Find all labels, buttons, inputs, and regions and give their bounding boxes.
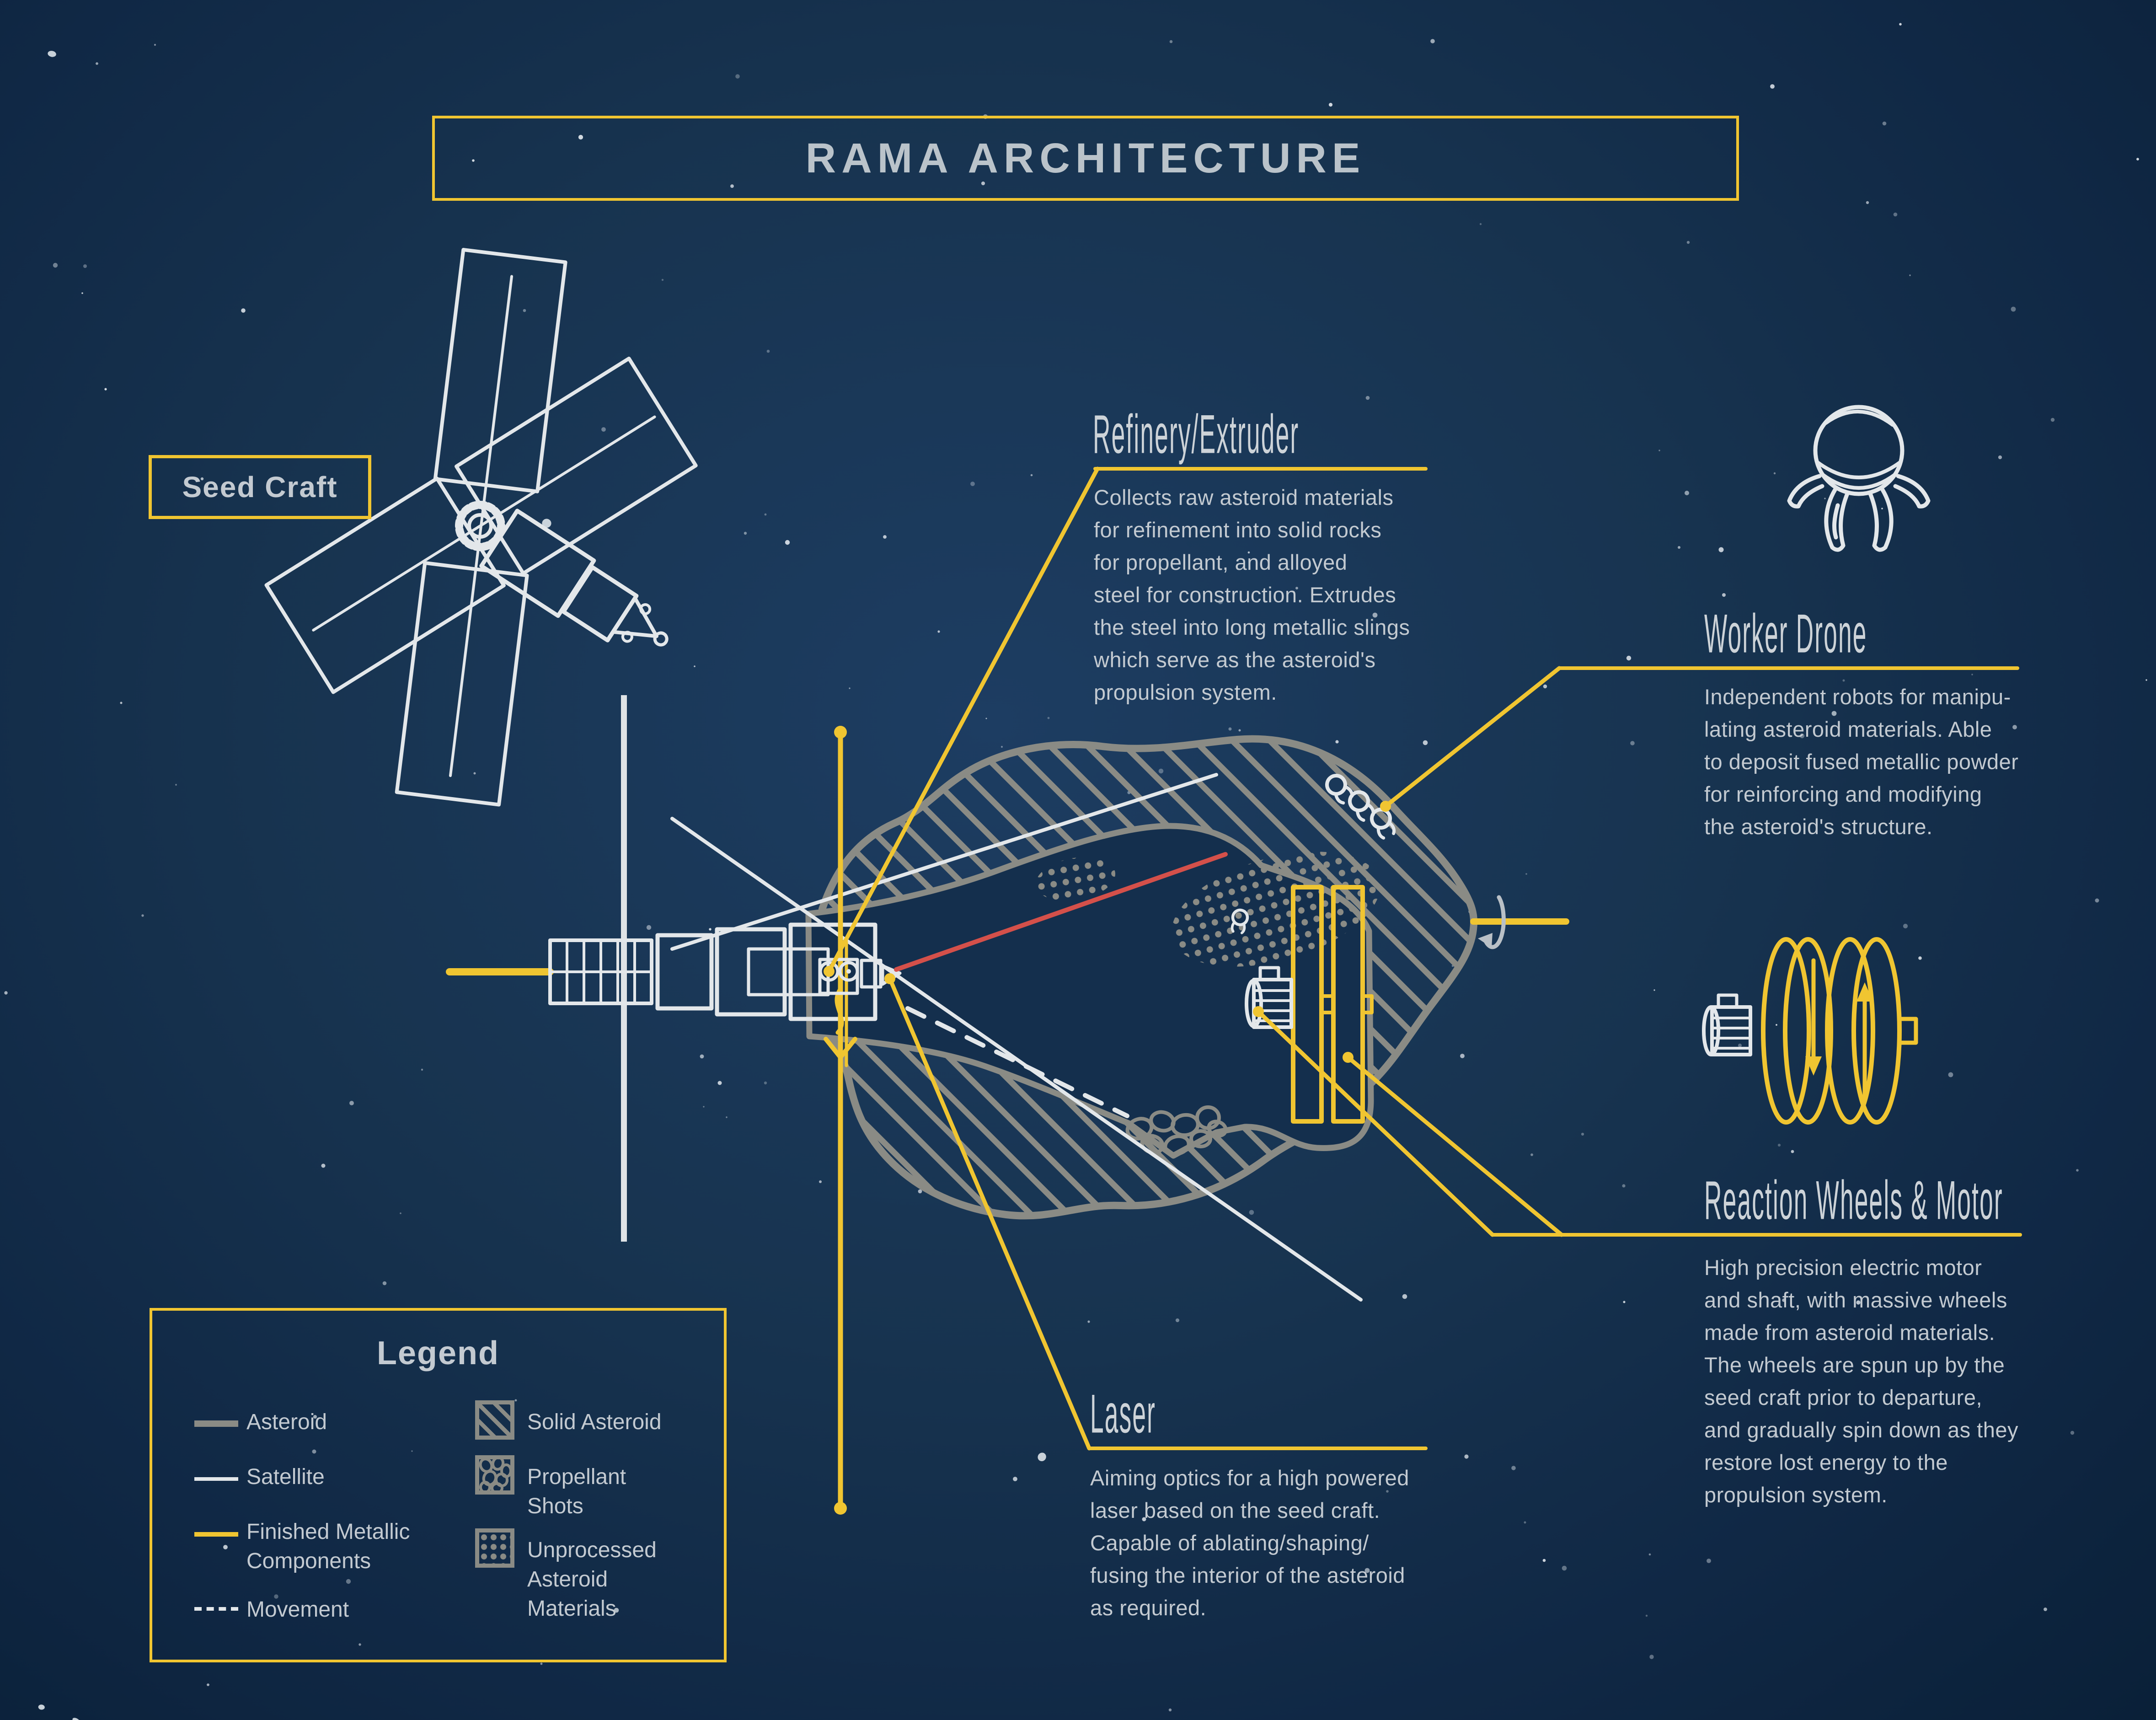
electric-motor-icon [1245, 966, 1293, 1029]
unprocessed-materials-field [1172, 852, 1380, 967]
legend-title: Legend [376, 1335, 499, 1372]
starfield [4, 23, 2147, 1720]
worker-drone-heading: Worker Drone [1704, 602, 1867, 664]
legend-item-label: Unprocessed Asteroid Materials [527, 1538, 657, 1621]
unprocessed-materials-patch [1035, 857, 1116, 901]
seed-craft-illustration [264, 248, 698, 807]
reaction-wheel-icon [1702, 937, 1918, 1125]
docked-satellite-illustration [446, 695, 1363, 1302]
legend-item-label: Propellant Shots [527, 1465, 626, 1518]
legend-box: Legend Asteroid Satellite Finished Metal… [150, 1308, 727, 1662]
laser-beam [894, 852, 1228, 972]
movement-dashed-swatch [194, 1607, 238, 1611]
satellite-solar-panel [621, 695, 627, 1242]
asteroid-illustration [805, 735, 1478, 1220]
propellant-shots-pile [1125, 1105, 1228, 1156]
refinery-heading: Refinery/Extruder [1093, 403, 1300, 465]
satellite-module [788, 922, 877, 1021]
refinery-extruder-illustration [818, 726, 1228, 1515]
unprocessed-materials-swatch [475, 1528, 514, 1568]
satellite-line-swatch [194, 1477, 238, 1481]
legend-item-label: Solid Asteroid [527, 1410, 662, 1434]
callout-leader-lines [824, 466, 2022, 1451]
page-title: RAMA ARCHITECTURE [805, 134, 1366, 182]
extruder-roller [819, 961, 840, 982]
refinery-body: Collects raw asteroid materials for refi… [1094, 485, 1410, 704]
extruder-roller [838, 961, 859, 982]
satellite-panel-edge-line [670, 817, 1363, 1302]
reaction-wheels-body: High precision electric motor and shaft,… [1704, 1255, 2018, 1507]
laser-body: Aiming optics for a high powered laser b… [1090, 1466, 1409, 1620]
legend-item-label: Asteroid [246, 1410, 327, 1434]
legend-item-label: Satellite [246, 1465, 325, 1489]
title-box: RAMA ARCHITECTURE [432, 116, 1739, 201]
legend-item-label: Movement [246, 1597, 349, 1622]
propellant-shots-swatch [475, 1455, 514, 1495]
movement-dashed-line [905, 1006, 1129, 1118]
radiator-array [548, 938, 653, 1005]
gear-ring-icon [455, 501, 505, 551]
satellite-panel-edge-line [670, 773, 1218, 951]
reaction-wheels-illustration [1245, 885, 1374, 1124]
laser-heading: Laser [1090, 1382, 1156, 1445]
worker-drone-body: Independent robots for manipu- lating as… [1704, 685, 2019, 839]
reaction-wheels-heading: Reaction Wheels & Motor [1704, 1169, 2003, 1231]
satellite-module [715, 927, 787, 1017]
seed-craft-label-box: Seed Craft [149, 455, 371, 519]
worker-drone-icon [1787, 405, 1931, 552]
legend-item-label: Finished Metallic Components [246, 1520, 410, 1573]
asteroid-line-swatch [194, 1420, 238, 1427]
seed-craft-label: Seed Craft [182, 471, 338, 504]
sling-chevron [824, 1037, 857, 1060]
rotation-axis-icon [1470, 895, 1569, 949]
solid-asteroid-swatch [475, 1400, 514, 1440]
finished-metallic-line-swatch [194, 1532, 238, 1537]
satellite-module [655, 933, 714, 1011]
